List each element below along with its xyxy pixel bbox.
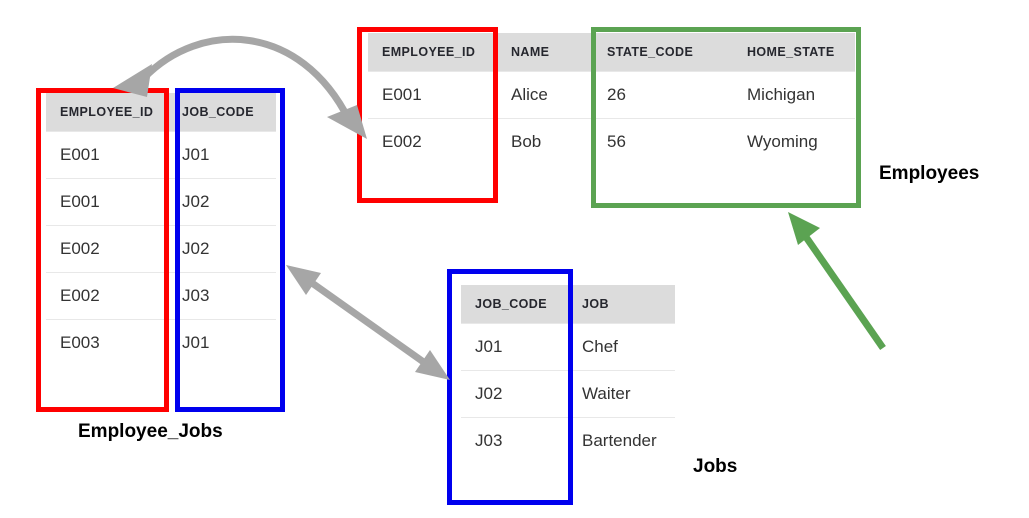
column-header-state-code: STATE_CODE bbox=[593, 33, 733, 72]
column-header-name: NAME bbox=[497, 33, 593, 72]
cell-job: Bartender bbox=[568, 417, 675, 464]
column-header-job-code: JOB_CODE bbox=[461, 285, 568, 324]
column-header-employee-id: EMPLOYEE_ID bbox=[368, 33, 497, 72]
table-employee-jobs: EMPLOYEE_ID JOB_CODE E001 J01 E001 J02 E… bbox=[46, 93, 276, 366]
caption-employees: Employees bbox=[879, 163, 980, 184]
cell-job-code: J02 bbox=[168, 225, 276, 273]
cell-employee-id: E001 bbox=[368, 71, 497, 119]
cell-job: Chef bbox=[568, 323, 675, 371]
cell-job-code: J01 bbox=[168, 131, 276, 179]
cell-employee-id: E001 bbox=[46, 131, 168, 179]
table-header-row: JOB_CODE JOB bbox=[461, 285, 675, 324]
caption-jobs: Jobs bbox=[693, 456, 738, 477]
arrowhead-right bbox=[327, 105, 367, 139]
cell-employee-id: E002 bbox=[46, 272, 168, 320]
table-jobs: JOB_CODE JOB J01 Chef J02 Waiter J03 Bar… bbox=[461, 285, 675, 464]
column-header-home-state: HOME_STATE bbox=[733, 33, 855, 72]
cell-employee-id: E002 bbox=[46, 225, 168, 273]
cell-state-code: 26 bbox=[593, 71, 733, 119]
table-row: E002 J03 bbox=[46, 272, 276, 320]
cell-name: Bob bbox=[497, 118, 593, 165]
cell-state-code: 56 bbox=[593, 118, 733, 165]
cell-name: Alice bbox=[497, 71, 593, 119]
cell-employee-id: E002 bbox=[368, 118, 497, 165]
arrowhead-lower-right bbox=[415, 350, 450, 380]
arrowhead-green bbox=[788, 212, 820, 245]
caption-employee-jobs: Employee_Jobs bbox=[78, 421, 223, 442]
arrow-employees-state-pointer bbox=[788, 212, 886, 350]
arrow-job-code-link bbox=[286, 265, 450, 380]
cell-job-code: J01 bbox=[461, 323, 568, 371]
table-header-row: EMPLOYEE_ID NAME STATE_CODE HOME_STATE bbox=[368, 33, 855, 72]
cell-job-code: J02 bbox=[168, 178, 276, 226]
table-row: E001 J02 bbox=[46, 178, 276, 226]
table-row: J03 Bartender bbox=[461, 417, 675, 464]
table-row: E003 J01 bbox=[46, 319, 276, 366]
table-row: E002 Bob 56 Wyoming bbox=[368, 118, 855, 165]
table-row: J02 Waiter bbox=[461, 370, 675, 418]
table-row: E001 J01 bbox=[46, 131, 276, 179]
table-employees: EMPLOYEE_ID NAME STATE_CODE HOME_STATE E… bbox=[368, 33, 855, 165]
column-header-job: JOB bbox=[568, 285, 675, 324]
table-row: E002 J02 bbox=[46, 225, 276, 273]
column-header-job-code: JOB_CODE bbox=[168, 93, 276, 132]
column-header-employee-id: EMPLOYEE_ID bbox=[46, 93, 168, 132]
cell-employee-id: E003 bbox=[46, 319, 168, 366]
table-header-row: EMPLOYEE_ID JOB_CODE bbox=[46, 93, 276, 132]
arrowhead-upper-left bbox=[286, 265, 321, 295]
cell-home-state: Michigan bbox=[733, 71, 855, 119]
cell-job-code: J01 bbox=[168, 319, 276, 366]
table-row: J01 Chef bbox=[461, 323, 675, 371]
cell-job-code: J03 bbox=[461, 417, 568, 464]
table-row: E001 Alice 26 Michigan bbox=[368, 71, 855, 119]
cell-home-state: Wyoming bbox=[733, 118, 855, 165]
cell-employee-id: E001 bbox=[46, 178, 168, 226]
cell-job: Waiter bbox=[568, 370, 675, 418]
cell-job-code: J03 bbox=[168, 272, 276, 320]
cell-job-code: J02 bbox=[461, 370, 568, 418]
